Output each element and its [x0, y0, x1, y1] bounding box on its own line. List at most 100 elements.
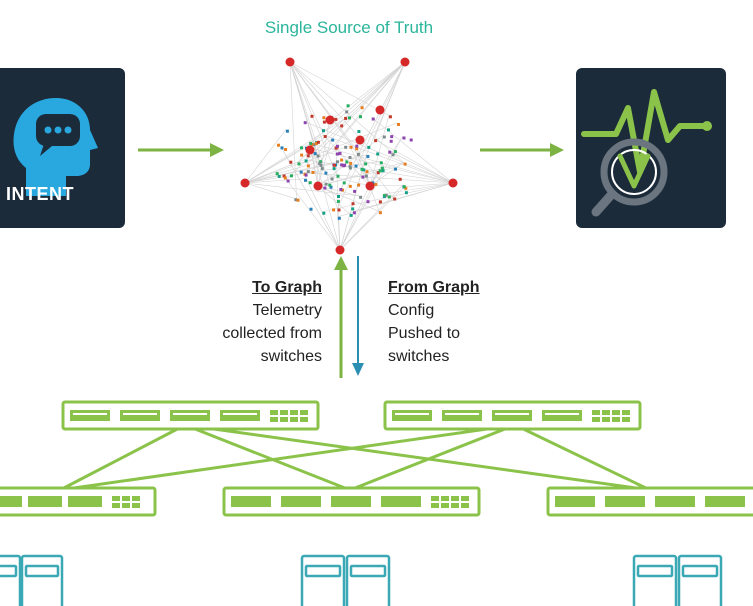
graph-hub-node — [335, 245, 345, 255]
from-graph-heading: From Graph — [388, 279, 480, 296]
graph-node — [345, 110, 349, 114]
server-middle — [300, 554, 391, 606]
graph-node — [402, 185, 406, 189]
graph-node — [286, 179, 290, 183]
graph-node — [378, 211, 382, 215]
graph-node — [316, 154, 320, 158]
graph-node — [323, 186, 327, 190]
graph-node — [328, 183, 332, 187]
graph-node — [348, 156, 352, 159]
graph-edge — [289, 61, 368, 147]
intent-label: INTENT — [6, 184, 74, 204]
graph-node — [394, 167, 397, 171]
graph-node — [297, 162, 301, 166]
graph-edge — [317, 115, 331, 187]
graph-node — [398, 177, 402, 181]
graph-node — [348, 116, 351, 120]
graph-node — [355, 147, 359, 151]
graph-node — [349, 161, 353, 165]
graph-node — [282, 174, 286, 178]
graph-node — [371, 117, 375, 121]
to-graph-line-1: Telemetry — [252, 302, 322, 319]
graph-edge — [317, 138, 332, 187]
graph-node — [277, 143, 280, 147]
graph-nodes — [240, 57, 458, 255]
graph-edge — [349, 145, 371, 187]
graph-node — [366, 155, 370, 158]
graph-node — [382, 135, 386, 139]
arrow-from-graph-down — [352, 256, 364, 376]
graph-node — [303, 121, 307, 125]
graph-node — [344, 145, 348, 149]
graph-node — [389, 139, 393, 143]
graph-node — [277, 174, 281, 178]
graph-node — [322, 211, 326, 215]
graph-node — [402, 136, 406, 140]
graph-edge — [369, 136, 403, 187]
graph-node — [384, 193, 388, 197]
graph-edge — [339, 184, 403, 251]
graph-node — [374, 183, 378, 186]
graph-edge — [244, 145, 350, 184]
graph-node — [300, 153, 304, 157]
graph-edge — [289, 61, 337, 175]
graph-node — [284, 148, 288, 151]
graph-node — [319, 163, 323, 167]
graph-edge — [289, 61, 297, 199]
arrow-to-graph-up — [334, 256, 348, 378]
graph-node — [376, 171, 380, 175]
graph-node — [353, 189, 357, 193]
graph-hub-node — [240, 178, 250, 188]
graph-node — [403, 162, 407, 166]
graph-node — [330, 177, 334, 181]
graph-node — [381, 169, 385, 173]
graph-node — [340, 158, 344, 162]
graph-node — [280, 146, 284, 150]
graph-node — [357, 183, 361, 187]
graph-node — [332, 208, 336, 212]
graph-network — [240, 57, 458, 255]
graph-node — [364, 174, 368, 178]
to-graph-line-3: switches — [260, 348, 322, 365]
graph-node — [289, 160, 293, 164]
graph-edge — [335, 61, 406, 146]
graph-edge — [339, 186, 405, 251]
graph-node — [310, 114, 314, 118]
graph-node — [319, 160, 323, 164]
graph-node — [324, 182, 328, 186]
graph-edge — [317, 135, 383, 187]
monitor-panel — [576, 68, 726, 228]
link-spine2-leaf1 — [59, 423, 516, 492]
graph-node — [304, 178, 307, 182]
graph-node — [342, 181, 346, 185]
graph-node — [387, 128, 390, 132]
graph-node — [378, 169, 382, 173]
graph-edge — [337, 61, 406, 209]
graph-node — [306, 170, 310, 174]
graph-edge — [304, 146, 454, 184]
graph-node — [387, 195, 391, 199]
graph-node — [362, 168, 366, 172]
graph-edge — [289, 61, 390, 116]
link-spine2-leaf3 — [514, 423, 651, 492]
graph-node — [379, 161, 383, 165]
arrow-intent-to-graph — [138, 143, 224, 157]
analytics-magnifier-icon — [581, 89, 712, 217]
graph-node — [340, 124, 344, 128]
graph-node — [348, 184, 352, 188]
graph-node — [391, 153, 395, 157]
graph-node — [308, 181, 312, 185]
graph-edge — [317, 185, 379, 212]
graph-node — [404, 186, 408, 190]
graph-node — [360, 167, 364, 171]
link-spine1-leaf2 — [184, 423, 351, 492]
graph-edge — [244, 116, 349, 184]
graph-node — [345, 160, 349, 164]
graph-node — [359, 195, 363, 199]
graph-node — [290, 174, 293, 178]
graph-edge — [244, 163, 334, 184]
graph-edge — [289, 61, 320, 165]
graph-edge — [244, 129, 287, 184]
graph-node — [393, 197, 397, 201]
